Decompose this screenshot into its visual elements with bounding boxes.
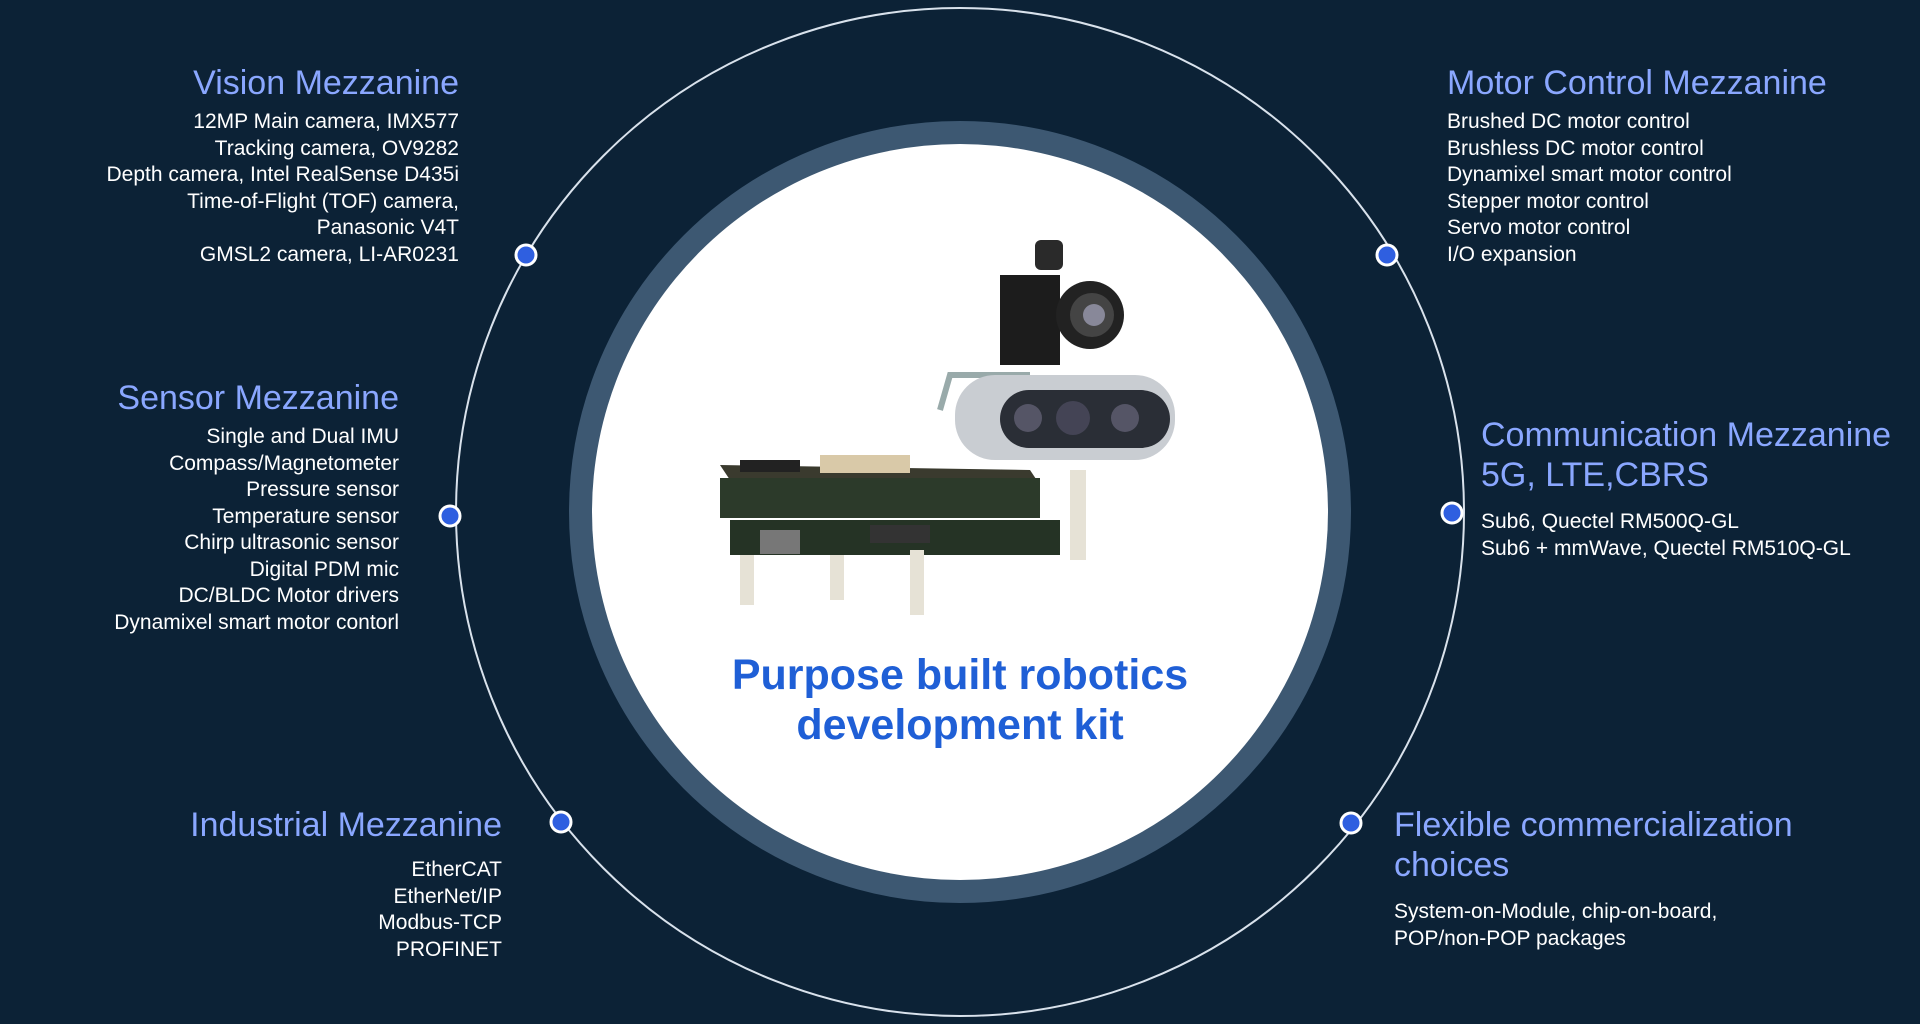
- vision-item: Tracking camera, OV9282: [214, 136, 459, 160]
- industrial-mezzanine-group: Industrial Mezzanine EtherCAT EtherNet/I…: [190, 805, 502, 963]
- sensor-item: Chirp ultrasonic sensor: [184, 531, 399, 554]
- industrial-item: Modbus-TCP: [378, 911, 502, 934]
- motor-item: Dynamixel smart motor control: [1447, 163, 1732, 186]
- motor-item: Servo motor control: [1447, 216, 1631, 239]
- communication-item: Sub6, Quectel RM500Q-GL: [1481, 510, 1739, 533]
- motor-item: I/O expansion: [1447, 242, 1577, 266]
- vision-item: GMSL2 camera, LI-AR0231: [199, 242, 459, 266]
- center-title-line-1: Purpose built robotics: [731, 651, 1189, 699]
- connector-dot-vision: [514, 243, 538, 267]
- vision-item: Time-of-Flight (TOF) camera,: [187, 189, 459, 213]
- industrial-mezzanine-title: Industrial Mezzanine: [190, 806, 502, 844]
- vision-mezzanine-title: Vision Mezzanine: [193, 64, 459, 102]
- vision-mezzanine-group: Vision Mezzanine 12MP Main camera, IMX57…: [106, 63, 459, 268]
- connector-dot-communication: [1440, 501, 1464, 525]
- flexible-item: System-on-Module, chip-on-board,: [1394, 900, 1718, 923]
- flexible-commercialization-title-line-2: choices: [1394, 846, 1510, 884]
- flexible-item: POP/non-POP packages: [1394, 926, 1626, 950]
- sensor-item: Digital PDM mic: [249, 557, 399, 581]
- sensor-item: Single and Dual IMU: [206, 425, 399, 448]
- vision-mezzanine-items: 12MP Main camera, IMX577 Tracking camera…: [106, 109, 459, 268]
- motor-item: Brushed DC motor control: [1447, 110, 1690, 133]
- vision-item: 12MP Main camera, IMX577: [193, 110, 459, 133]
- robotics-kit-board-camera-icon: [720, 240, 1175, 615]
- sensor-item: Dynamixel smart motor contorl: [114, 610, 399, 634]
- industrial-item: PROFINET: [395, 937, 502, 961]
- motor-item: Brushless DC motor control: [1447, 136, 1704, 160]
- sensor-mezzanine-group: Sensor Mezzanine Single and Dual IMU Com…: [114, 378, 399, 636]
- sensor-item: Pressure sensor: [246, 478, 399, 501]
- sensor-mezzanine-title: Sensor Mezzanine: [117, 379, 399, 417]
- communication-item: Sub6 + mmWave, Quectel RM510Q-GL: [1481, 536, 1851, 560]
- sensor-item: DC/BLDC Motor drivers: [178, 584, 399, 607]
- vision-item: Depth camera, Intel RealSense D435i: [106, 163, 459, 186]
- industrial-item: EtherCAT: [411, 858, 502, 881]
- motor-control-mezzanine-items: Brushed DC motor control Brushless DC mo…: [1447, 109, 1827, 268]
- vision-item: Panasonic V4T: [316, 216, 459, 239]
- industrial-mezzanine-items: EtherCAT EtherNet/IP Modbus-TCP PROFINET: [190, 857, 502, 963]
- connector-dot-flexible: [1339, 811, 1363, 835]
- motor-item: Stepper motor control: [1447, 189, 1649, 213]
- flexible-commercialization-title-line-1: Flexible commercialization: [1394, 806, 1793, 844]
- flexible-commercialization-group: Flexible commercialization choices Syste…: [1394, 805, 1793, 952]
- flexible-commercialization-items: System-on-Module, chip-on-board, POP/non…: [1394, 899, 1793, 952]
- communication-mezzanine-items: Sub6, Quectel RM500Q-GL Sub6 + mmWave, Q…: [1481, 509, 1891, 562]
- sensor-mezzanine-items: Single and Dual IMU Compass/Magnetometer…: [114, 424, 399, 636]
- center-title: Purpose built robotics development kit: [660, 650, 1260, 750]
- communication-mezzanine-group: Communication Mezzanine 5G, LTE,CBRS Sub…: [1481, 415, 1891, 562]
- motor-control-mezzanine-group: Motor Control Mezzanine Brushed DC motor…: [1447, 63, 1827, 268]
- industrial-item: EtherNet/IP: [393, 884, 502, 908]
- connector-dot-sensor: [438, 504, 462, 528]
- connector-dot-motor: [1375, 243, 1399, 267]
- communication-mezzanine-title-line-2: 5G, LTE,CBRS: [1481, 456, 1709, 494]
- communication-mezzanine-title-line-1: Communication Mezzanine: [1481, 416, 1892, 454]
- sensor-item: Compass/Magnetometer: [169, 451, 399, 475]
- motor-control-mezzanine-title: Motor Control Mezzanine: [1447, 64, 1827, 102]
- sensor-item: Temperature sensor: [212, 504, 399, 528]
- center-title-line-2: development kit: [796, 701, 1124, 749]
- connector-dot-industrial: [549, 810, 573, 834]
